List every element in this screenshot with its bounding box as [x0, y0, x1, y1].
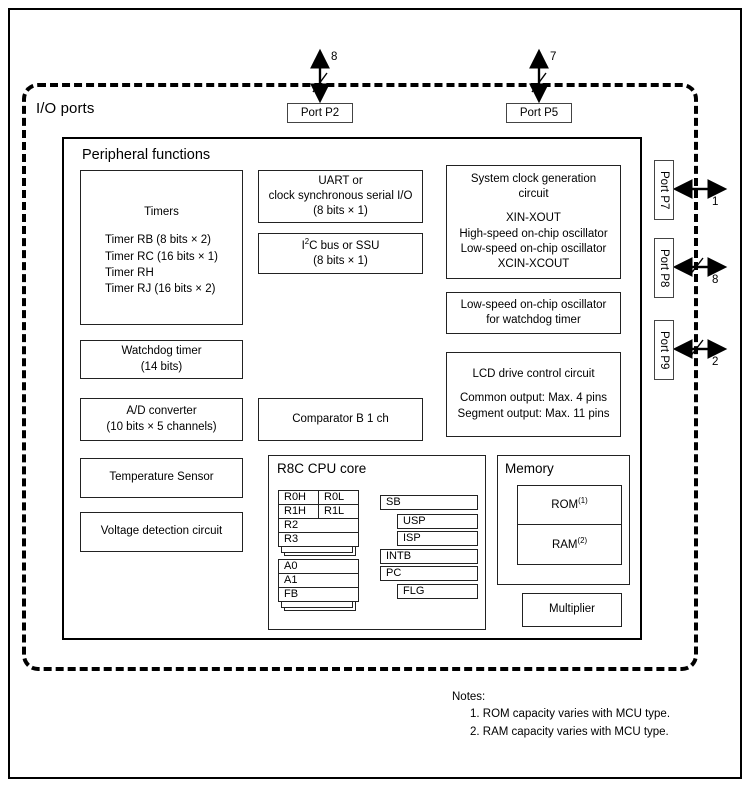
register-intb[interactable]: INTB [380, 549, 478, 564]
port-p9-bus-width: 2 [712, 356, 719, 368]
clock-item-xin-xout: XIN-XOUT [506, 212, 561, 225]
timers-item-rc: Timer RC (16 bits × 1) [104, 250, 218, 263]
memory-title: Memory [505, 461, 554, 476]
clock-item-low-speed-osc: Low-speed on-chip oscillator [460, 242, 607, 255]
register-r1h[interactable]: R1H [278, 504, 319, 519]
register-a0[interactable]: A0 [278, 559, 359, 574]
block-ad-converter[interactable]: A/D converter (10 bits × 5 channels) [80, 398, 243, 441]
port-tab-p5[interactable]: Port P5 [506, 103, 572, 123]
lcd-title: LCD drive control circuit [472, 368, 595, 381]
port-tab-p9[interactable]: Port P9 [654, 320, 674, 380]
cpu-core-title: R8C CPU core [277, 461, 367, 476]
i2c-line1: I2C bus or SSU [301, 237, 380, 253]
rom-label: ROM(1) [551, 496, 588, 512]
block-ram[interactable]: RAM(2) [517, 525, 622, 565]
clock-item-xcin-xcout: XCIN-XCOUT [497, 258, 570, 271]
notes-heading: Notes: [452, 691, 486, 703]
notes: Notes: 1. ROM capacity varies with MCU t… [452, 689, 670, 741]
timers-item-rj: Timer RJ (16 bits × 2) [104, 283, 216, 296]
block-voltage-detection[interactable]: Voltage detection circuit [80, 512, 243, 552]
register-r0l[interactable]: R0L [318, 490, 359, 505]
ram-label: RAM(2) [551, 535, 588, 551]
block-lcd-drive-control[interactable]: LCD drive control circuit Common output:… [446, 352, 621, 437]
register-pc[interactable]: PC [380, 566, 478, 581]
uart-line2: clock synchronous serial I/O [268, 189, 413, 202]
i2c-line2: (8 bits × 1) [313, 255, 368, 268]
peripheral-functions-title: Peripheral functions [82, 147, 211, 163]
watchdog-line2: (14 bits) [140, 360, 183, 373]
block-temperature-sensor[interactable]: Temperature Sensor [80, 458, 243, 498]
block-watchdog-timer[interactable]: Watchdog timer (14 bits) [80, 340, 243, 379]
block-uart[interactable]: UART or clock synchronous serial I/O (8 … [258, 170, 423, 223]
block-timers[interactable]: Timers Timer RB (8 bits × 2) Timer RC (1… [80, 170, 243, 325]
clock-title1: System clock generation [470, 172, 597, 185]
register-flg[interactable]: FLG [397, 584, 478, 599]
clock-title2: circuit [518, 187, 549, 200]
block-comparator-b[interactable]: Comparator B 1 ch [258, 398, 423, 441]
adc-line2: (10 bits × 5 channels) [106, 420, 217, 433]
register-r3[interactable]: R3 [278, 532, 359, 547]
block-multiplier[interactable]: Multiplier [522, 593, 622, 627]
wdt-osc-line2: for watchdog timer [486, 314, 581, 326]
register-isp[interactable]: ISP [397, 531, 478, 546]
lcd-line1: Common output: Max. 4 pins [459, 392, 607, 405]
port-tab-p8[interactable]: Port P8 [654, 238, 674, 298]
port-p8-bus-width: 8 [712, 274, 719, 286]
notes-item-2: 2. RAM capacity varies with MCU type. [470, 725, 669, 738]
register-r2[interactable]: R2 [278, 518, 359, 533]
adc-line1: A/D converter [126, 405, 197, 418]
port-tab-p9-label: Port P9 [658, 330, 670, 370]
timers-title: Timers [144, 206, 179, 218]
timers-item-rb: Timer RB (8 bits × 2) [104, 234, 211, 247]
port-tab-p5-label: Port P5 [519, 107, 559, 119]
lcd-line2: Segment output: Max. 11 pins [457, 407, 610, 420]
io-ports-label: I/O ports [36, 100, 95, 117]
register-sb[interactable]: SB [380, 495, 478, 510]
voltage-detect-label: Voltage detection circuit [100, 525, 223, 538]
port-tab-p7-label: Port P7 [658, 170, 670, 210]
port-tab-p2[interactable]: Port P2 [287, 103, 353, 123]
wdt-osc-line1: Low-speed on-chip oscillator [460, 298, 607, 311]
uart-line1: UART or [318, 174, 363, 187]
block-rom[interactable]: ROM(1) [517, 485, 622, 525]
port-tab-p8-label: Port P8 [658, 248, 670, 288]
block-i2c-ssu[interactable]: I2C bus or SSU (8 bits × 1) [258, 233, 423, 274]
register-usp[interactable]: USP [397, 514, 478, 529]
multiplier-label: Multiplier [548, 603, 595, 616]
timers-item-rh: Timer RH [104, 266, 154, 279]
temp-sensor-label: Temperature Sensor [109, 471, 214, 484]
clock-item-high-speed-osc: High-speed on-chip oscillator [459, 227, 608, 240]
port-tab-p2-label: Port P2 [300, 107, 340, 119]
io-ports-boundary [22, 83, 698, 671]
watchdog-line1: Watchdog timer [121, 345, 202, 358]
register-fb[interactable]: FB [278, 587, 359, 602]
register-r0h[interactable]: R0H [278, 490, 319, 505]
comparator-label: Comparator B 1 ch [292, 412, 389, 425]
notes-item-1: 1. ROM capacity varies with MCU type. [470, 708, 671, 721]
port-p2-bus-width: 8 [331, 51, 338, 63]
port-tab-p7[interactable]: Port P7 [654, 160, 674, 220]
port-p5-bus-width: 7 [550, 51, 557, 63]
uart-line3: (8 bits × 1) [313, 205, 368, 218]
block-wdt-oscillator[interactable]: Low-speed on-chip oscillator for watchdo… [446, 292, 621, 334]
register-r1l[interactable]: R1L [318, 504, 359, 519]
port-p7-bus-width: 1 [712, 196, 719, 208]
register-a1[interactable]: A1 [278, 573, 359, 588]
block-system-clock-generation[interactable]: System clock generation circuit XIN-XOUT… [446, 165, 621, 279]
